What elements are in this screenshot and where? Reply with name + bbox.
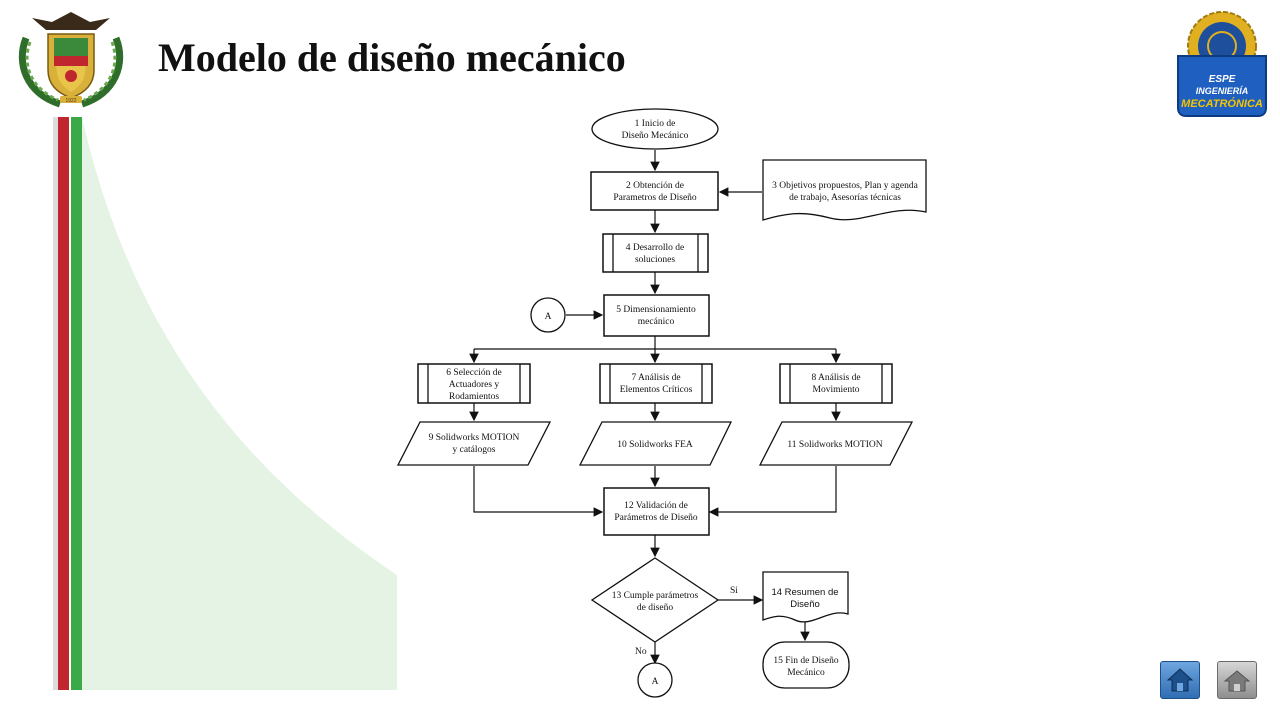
- node-motion-line1: 8 Análisis de: [811, 373, 860, 383]
- decision-no-label: No: [635, 647, 647, 657]
- node-objectives-line1: 3 Objetivos propuestos, Plan y agenda: [772, 181, 918, 191]
- node-solidworks-motion-catalogs: 9 Solidworks MOTION y catálogos: [396, 421, 552, 466]
- logo-line-mecatronica: MECATRÓNICA: [1181, 97, 1263, 110]
- node-decision-line1: 13 Cumple parámetros: [612, 591, 699, 601]
- node-decision-line2: de diseño: [637, 603, 673, 613]
- node-validation: 12 Validación de Parámetros de Diseño: [603, 487, 710, 536]
- node-sizing: 5 Dimensionamiento mecánico: [603, 294, 710, 337]
- house-icon: [1166, 668, 1194, 692]
- node-start: 1 Inicio de Diseño Mecánico: [591, 108, 719, 150]
- node-start-line2: Diseño Mecánico: [622, 131, 689, 141]
- page-title: Modelo de diseño mecánico: [158, 35, 626, 80]
- coat-of-arms-logo: 1922: [18, 12, 124, 108]
- node-sw-motion-line2: y catálogos: [452, 445, 495, 455]
- crest-year: 1922: [65, 98, 76, 104]
- node-sizing-line1: 5 Dimensionamiento: [616, 305, 696, 315]
- espe-mecatronica-logo: ESPE INGENIERÍA MECATRÓNICA: [1177, 11, 1267, 117]
- node-decision: 13 Cumple parámetros de diseño: [590, 557, 720, 643]
- connector-a-out: A: [637, 662, 673, 698]
- left-decoration: [53, 117, 397, 690]
- white-stripe: [69, 117, 71, 690]
- node-actuator-line3: Rodamientos: [449, 392, 499, 402]
- node-summary-line1: 14 Resumen de: [771, 587, 838, 598]
- red-stripe: [58, 117, 69, 690]
- node-critical-analysis: 7 Análisis de Elementos Críticos: [599, 363, 713, 404]
- node-actuator-line1: 6 Selección de: [446, 368, 501, 378]
- node-actuator-selection: 6 Selección de Actuadores y Rodamientos: [417, 363, 531, 404]
- node-sw-fea-label: 10 Solidworks FEA: [617, 440, 693, 450]
- home-button[interactable]: [1160, 661, 1200, 699]
- design-flowchart: 1 Inicio de Diseño Mecánico 2 Obtención …: [396, 108, 927, 698]
- node-parameters: 2 Obtención de Parametros de Diseño: [590, 171, 719, 211]
- node-validation-line2: Parámetros de Diseño: [614, 513, 698, 523]
- node-motion-analysis: 8 Análisis de Movimiento: [779, 363, 893, 404]
- node-end-line1: 15 Fin de Diseño: [773, 656, 838, 666]
- node-validation-line1: 12 Validación de: [624, 501, 688, 511]
- connector-a-out-label: A: [652, 677, 659, 687]
- node-parameters-line2: Parametros de Diseño: [613, 193, 697, 203]
- node-objectives-line2: de trabajo, Asesorías técnicas: [789, 193, 901, 203]
- node-sw-motion-line1: 9 Solidworks MOTION: [429, 433, 520, 443]
- node-solidworks-fea: 10 Solidworks FEA: [578, 421, 733, 466]
- green-panel: [82, 117, 397, 690]
- node-parameters-line1: 2 Obtención de: [626, 181, 684, 191]
- house-icon: [1223, 670, 1251, 692]
- node-solutions-line2: soluciones: [635, 255, 675, 265]
- green-stripe: [71, 117, 82, 690]
- node-solutions: 4 Desarrollo de soluciones: [602, 233, 709, 273]
- node-solidworks-motion: 11 Solidworks MOTION: [758, 421, 914, 466]
- home-alt-button[interactable]: [1217, 661, 1257, 699]
- connector-a-in: A: [530, 297, 566, 333]
- node-motion-line2: Movimiento: [813, 385, 860, 395]
- node-critical-line1: 7 Análisis de: [631, 373, 680, 383]
- decision-yes-label: Si: [730, 586, 738, 596]
- logo-line-espe: ESPE: [1209, 74, 1236, 85]
- node-critical-line2: Elementos Críticos: [620, 385, 693, 395]
- node-solutions-line1: 4 Desarrollo de: [626, 243, 685, 253]
- node-start-line1: 1 Inicio de: [635, 119, 676, 129]
- node-summary-line2: Diseño: [790, 599, 820, 610]
- node-sw-motion-label: 11 Solidworks MOTION: [787, 440, 882, 450]
- node-actuator-line2: Actuadores y: [449, 380, 500, 390]
- gray-stripe: [53, 117, 58, 690]
- node-summary-document: 14 Resumen de Diseño: [762, 571, 849, 623]
- node-objectives-document: 3 Objetivos propuestos, Plan y agenda de…: [762, 159, 927, 221]
- flow-connectors: [469, 150, 841, 665]
- logo-line-ingenieria: INGENIERÍA: [1196, 86, 1249, 96]
- node-sizing-line2: mecánico: [638, 317, 675, 327]
- connector-a-in-label: A: [545, 312, 552, 322]
- node-end-line2: Mecánico: [787, 668, 825, 678]
- node-end: 15 Fin de Diseño Mecánico: [762, 641, 850, 689]
